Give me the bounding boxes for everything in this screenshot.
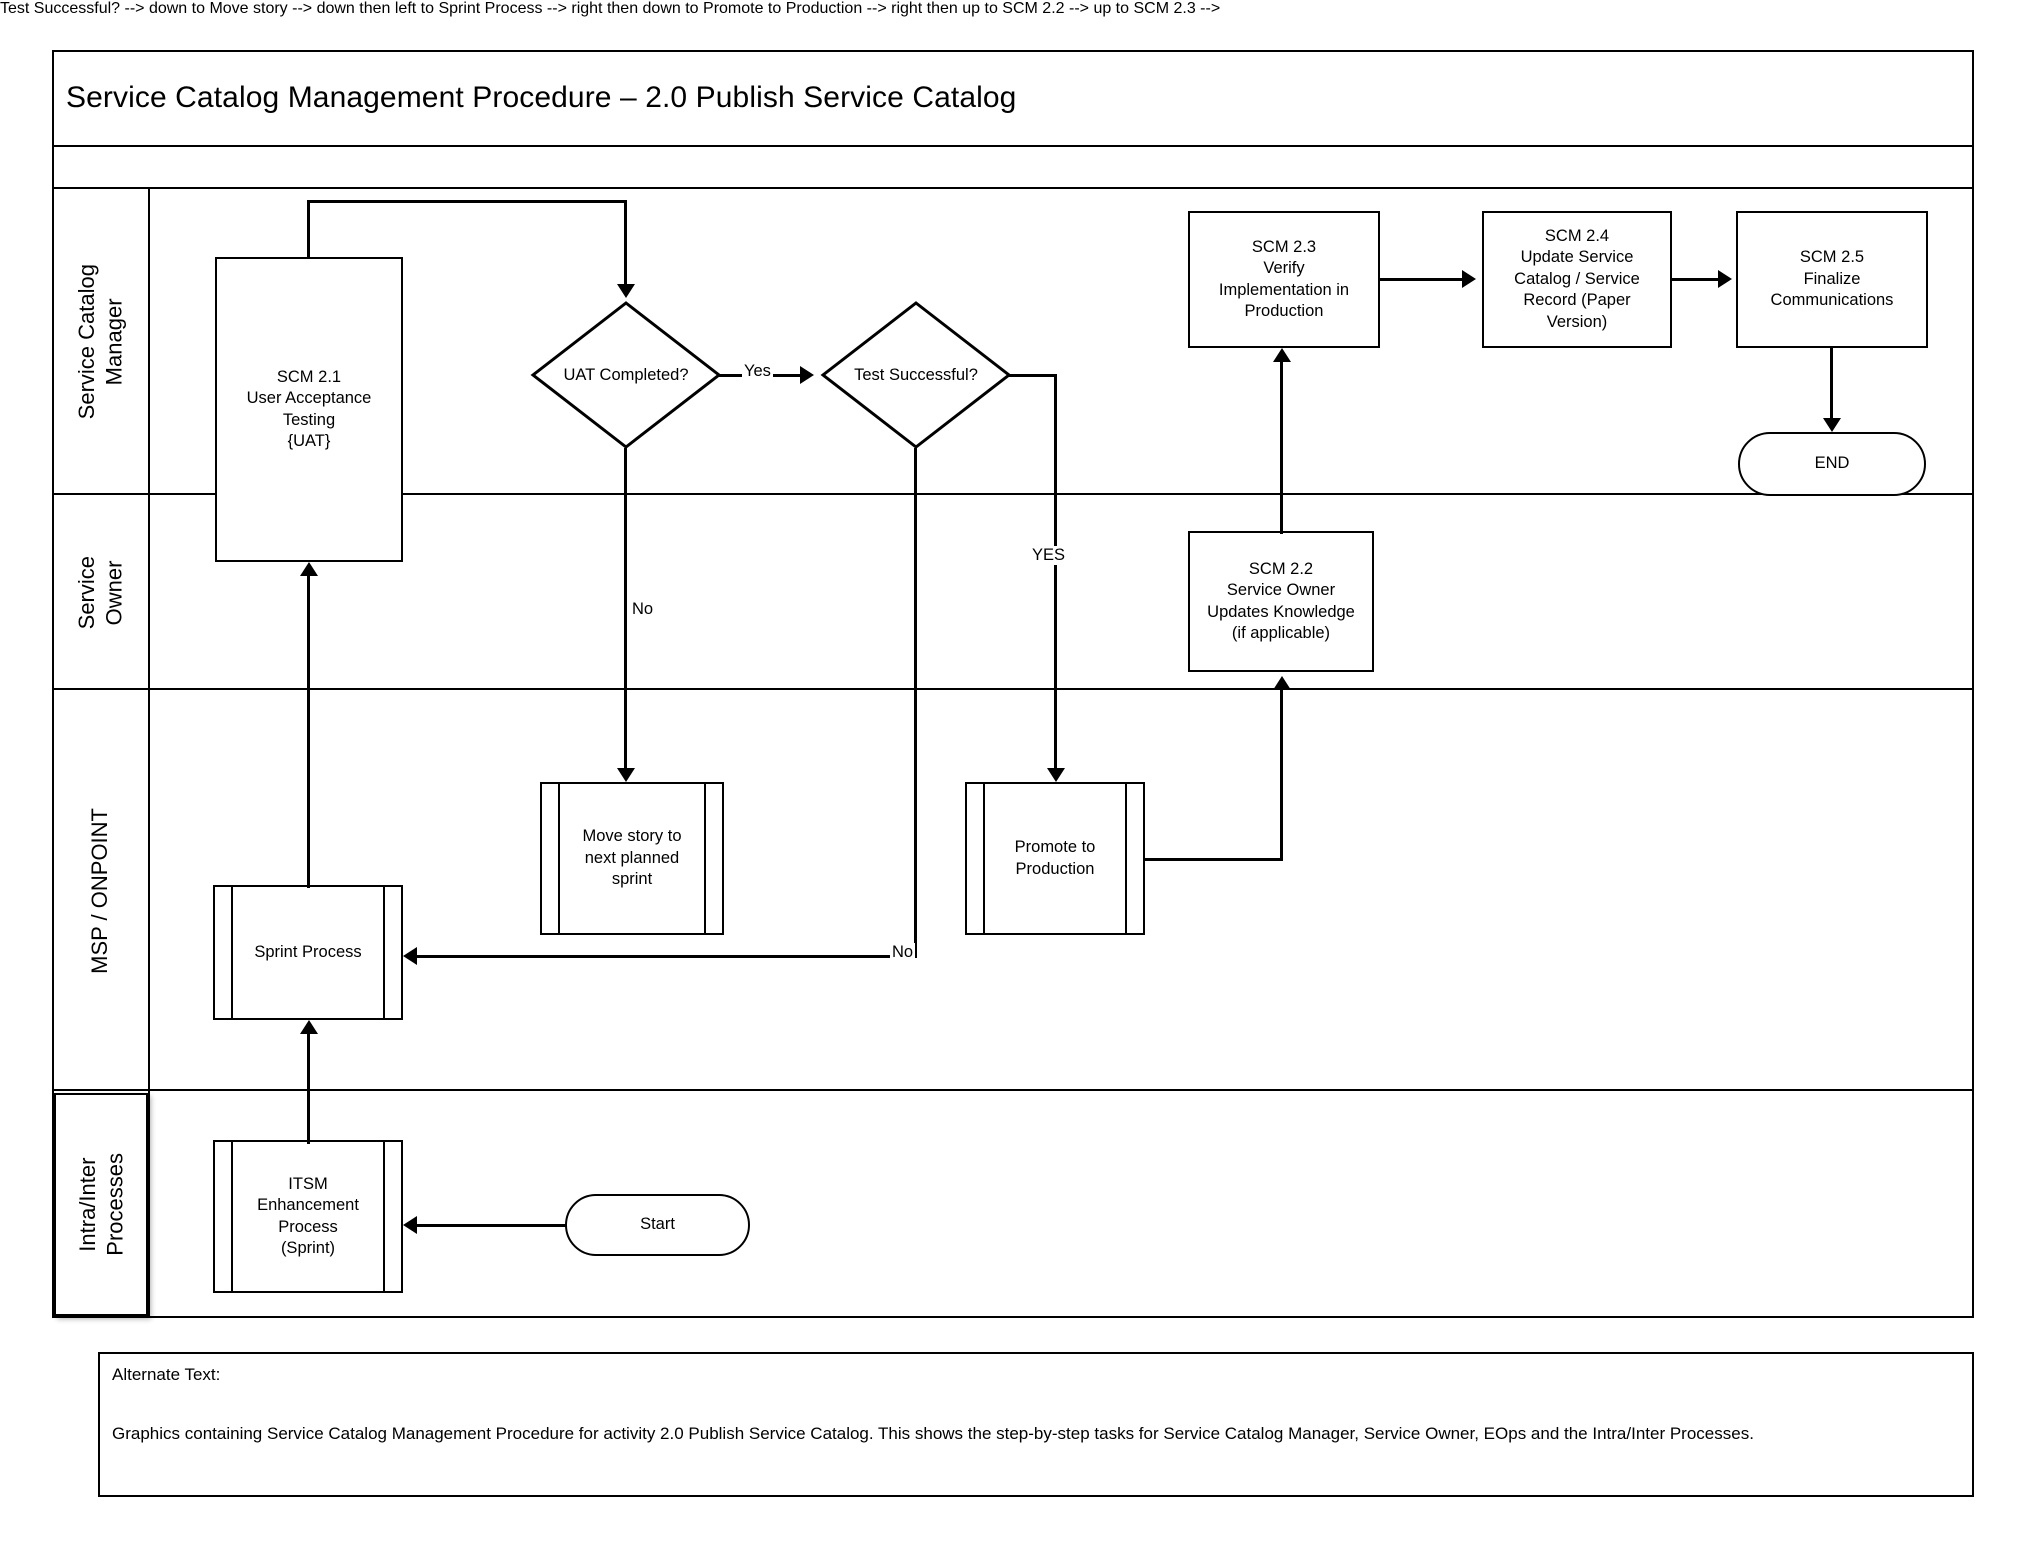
node-scm-2-4[interactable]: SCM 2.4 Update Service Catalog / Service… <box>1482 211 1672 348</box>
node-label: Sprint Process <box>254 942 362 961</box>
node-end[interactable]: END <box>1738 432 1926 496</box>
arrowhead-into-itsm-enhancement <box>403 1216 417 1234</box>
swimlane-service-catalog-manager: Service Catalog Manager <box>52 189 1974 495</box>
diagram-subheader-band <box>52 147 1974 189</box>
node-label: Test Successful? <box>854 365 978 384</box>
swimlane-label-text: Service Owner <box>73 555 127 630</box>
node-label: UAT Completed? <box>563 365 689 384</box>
connector-itsm-to-sprint <box>307 1034 310 1144</box>
node-promote-to-production[interactable]: Promote to Production <box>965 782 1145 935</box>
connector-scm21-to-uat-seg3 <box>624 200 627 284</box>
connector-scm23-to-scm24 <box>1380 278 1468 281</box>
node-label: SCM 2.4 Update Service Catalog / Service… <box>1514 226 1640 331</box>
arrowhead-into-end <box>1823 418 1841 432</box>
swimlane-msp-onpoint: MSP / ONPOINT <box>52 690 1974 1091</box>
node-sprint-process[interactable]: Sprint Process <box>213 885 403 1020</box>
arrowhead-into-scm-2-4 <box>1462 270 1476 288</box>
node-scm-2-5[interactable]: SCM 2.5 Finalize Communications <box>1736 211 1928 348</box>
node-label: SCM 2.2 Service Owner Updates Knowledge … <box>1207 559 1355 642</box>
connector-scm21-to-uat-seg2 <box>307 200 627 203</box>
diagram-outer-frame <box>52 50 1974 1318</box>
diamond-shape-icon <box>530 301 722 449</box>
arrowhead-into-uat-decision <box>617 284 635 298</box>
edge-label-test-yes: YES <box>1030 546 1068 565</box>
arrowhead-into-promote-production <box>1047 768 1065 782</box>
node-label: Start <box>640 1215 675 1234</box>
swimlane-service-owner: Service Owner <box>52 495 1974 690</box>
alternate-text-box: Alternate Text: Graphics containing Serv… <box>98 1352 1974 1497</box>
node-label: Promote to Production <box>1014 838 1096 878</box>
connector-promote-to-scm22-up <box>1280 690 1283 858</box>
node-scm-2-1[interactable]: SCM 2.1 User Acceptance Testing {UAT} <box>215 257 403 562</box>
arrowhead-into-test-decision <box>800 366 814 384</box>
node-start[interactable]: Start <box>565 1194 750 1256</box>
swimlane-label-service-catalog-manager: Service Catalog Manager <box>52 189 148 495</box>
page-title: Service Catalog Management Procedure – 2… <box>66 80 1017 114</box>
alternate-text-heading: Alternate Text: <box>112 1365 221 1384</box>
edge-label-test-no: No <box>890 943 916 962</box>
arrowhead-into-scm-2-2 <box>1273 676 1291 690</box>
swimlane-label-service-owner: Service Owner <box>52 495 148 690</box>
connector-scm24-to-scm25 <box>1672 278 1724 281</box>
connector-test-no-down <box>914 448 917 956</box>
arrowhead-into-sprint-process <box>403 947 417 965</box>
node-label: Move story to next planned sprint <box>582 827 682 889</box>
node-move-story-to-next-sprint[interactable]: Move story to next planned sprint <box>540 782 724 935</box>
edge-label-uat-yes: Yes <box>742 362 773 381</box>
swimlane-label-text: MSP / ONPOINT <box>87 807 113 974</box>
node-itsm-enhancement-process[interactable]: ITSM Enhancement Process (Sprint) <box>213 1140 403 1293</box>
arrowhead-into-scm-2-5 <box>1718 270 1732 288</box>
connector-test-yes-right <box>1009 374 1057 377</box>
node-scm-2-2[interactable]: SCM 2.2 Service Owner Updates Knowledge … <box>1188 531 1374 672</box>
swimlane-label-msp-onpoint: MSP / ONPOINT <box>52 690 148 1091</box>
node-label: SCM 2.3 Verify Implementation in Product… <box>1218 237 1350 320</box>
connector-sprint-to-scm21 <box>307 576 310 888</box>
swimlane-label-intra-inter-wrapper: Intra/Inter Processes <box>56 1095 146 1314</box>
connector-start-to-itsm <box>417 1224 567 1227</box>
swimlane-label-text: Service Catalog Manager <box>73 264 127 420</box>
connector-scm21-to-uat-seg1 <box>307 200 310 258</box>
swimlane-label-text: Intra/Inter Processes <box>74 1153 128 1256</box>
connector-test-yes-down <box>1054 374 1057 768</box>
arrowhead-into-scm-2-3 <box>1273 348 1291 362</box>
connector-uat-no-down <box>624 448 627 768</box>
node-decision-test-successful[interactable]: Test Successful? <box>820 300 1012 450</box>
connector-promote-to-scm22-right <box>1144 858 1283 861</box>
arrowhead-into-scm-2-1 <box>300 562 318 576</box>
swimlane-label-intra-inter-processes: Intra/Inter Processes <box>54 1093 148 1316</box>
node-label: END <box>1814 454 1850 473</box>
diamond-shape-icon <box>820 301 1012 449</box>
node-label: SCM 2.1 User Acceptance Testing {UAT} <box>246 367 372 450</box>
diagram-title-band: Service Catalog Management Procedure – 2… <box>52 50 1974 147</box>
connector-scm25-to-end <box>1830 348 1833 418</box>
node-scm-2-3[interactable]: SCM 2.3 Verify Implementation in Product… <box>1188 211 1380 348</box>
node-decision-uat-completed[interactable]: UAT Completed? <box>530 300 722 450</box>
lane-header-divider <box>148 189 150 1318</box>
edge-label-uat-no: No <box>630 600 656 619</box>
connector-scm22-to-scm23 <box>1280 362 1283 534</box>
alternate-text-body: Graphics containing Service Catalog Mana… <box>112 1423 1754 1443</box>
arrowhead-into-move-story <box>617 768 635 782</box>
connector-test-no-left <box>417 955 917 958</box>
node-label: ITSM Enhancement Process (Sprint) <box>257 1174 359 1257</box>
node-label: SCM 2.5 Finalize Communications <box>1770 248 1894 310</box>
arrowhead-into-sprint-process-bottom <box>300 1020 318 1034</box>
